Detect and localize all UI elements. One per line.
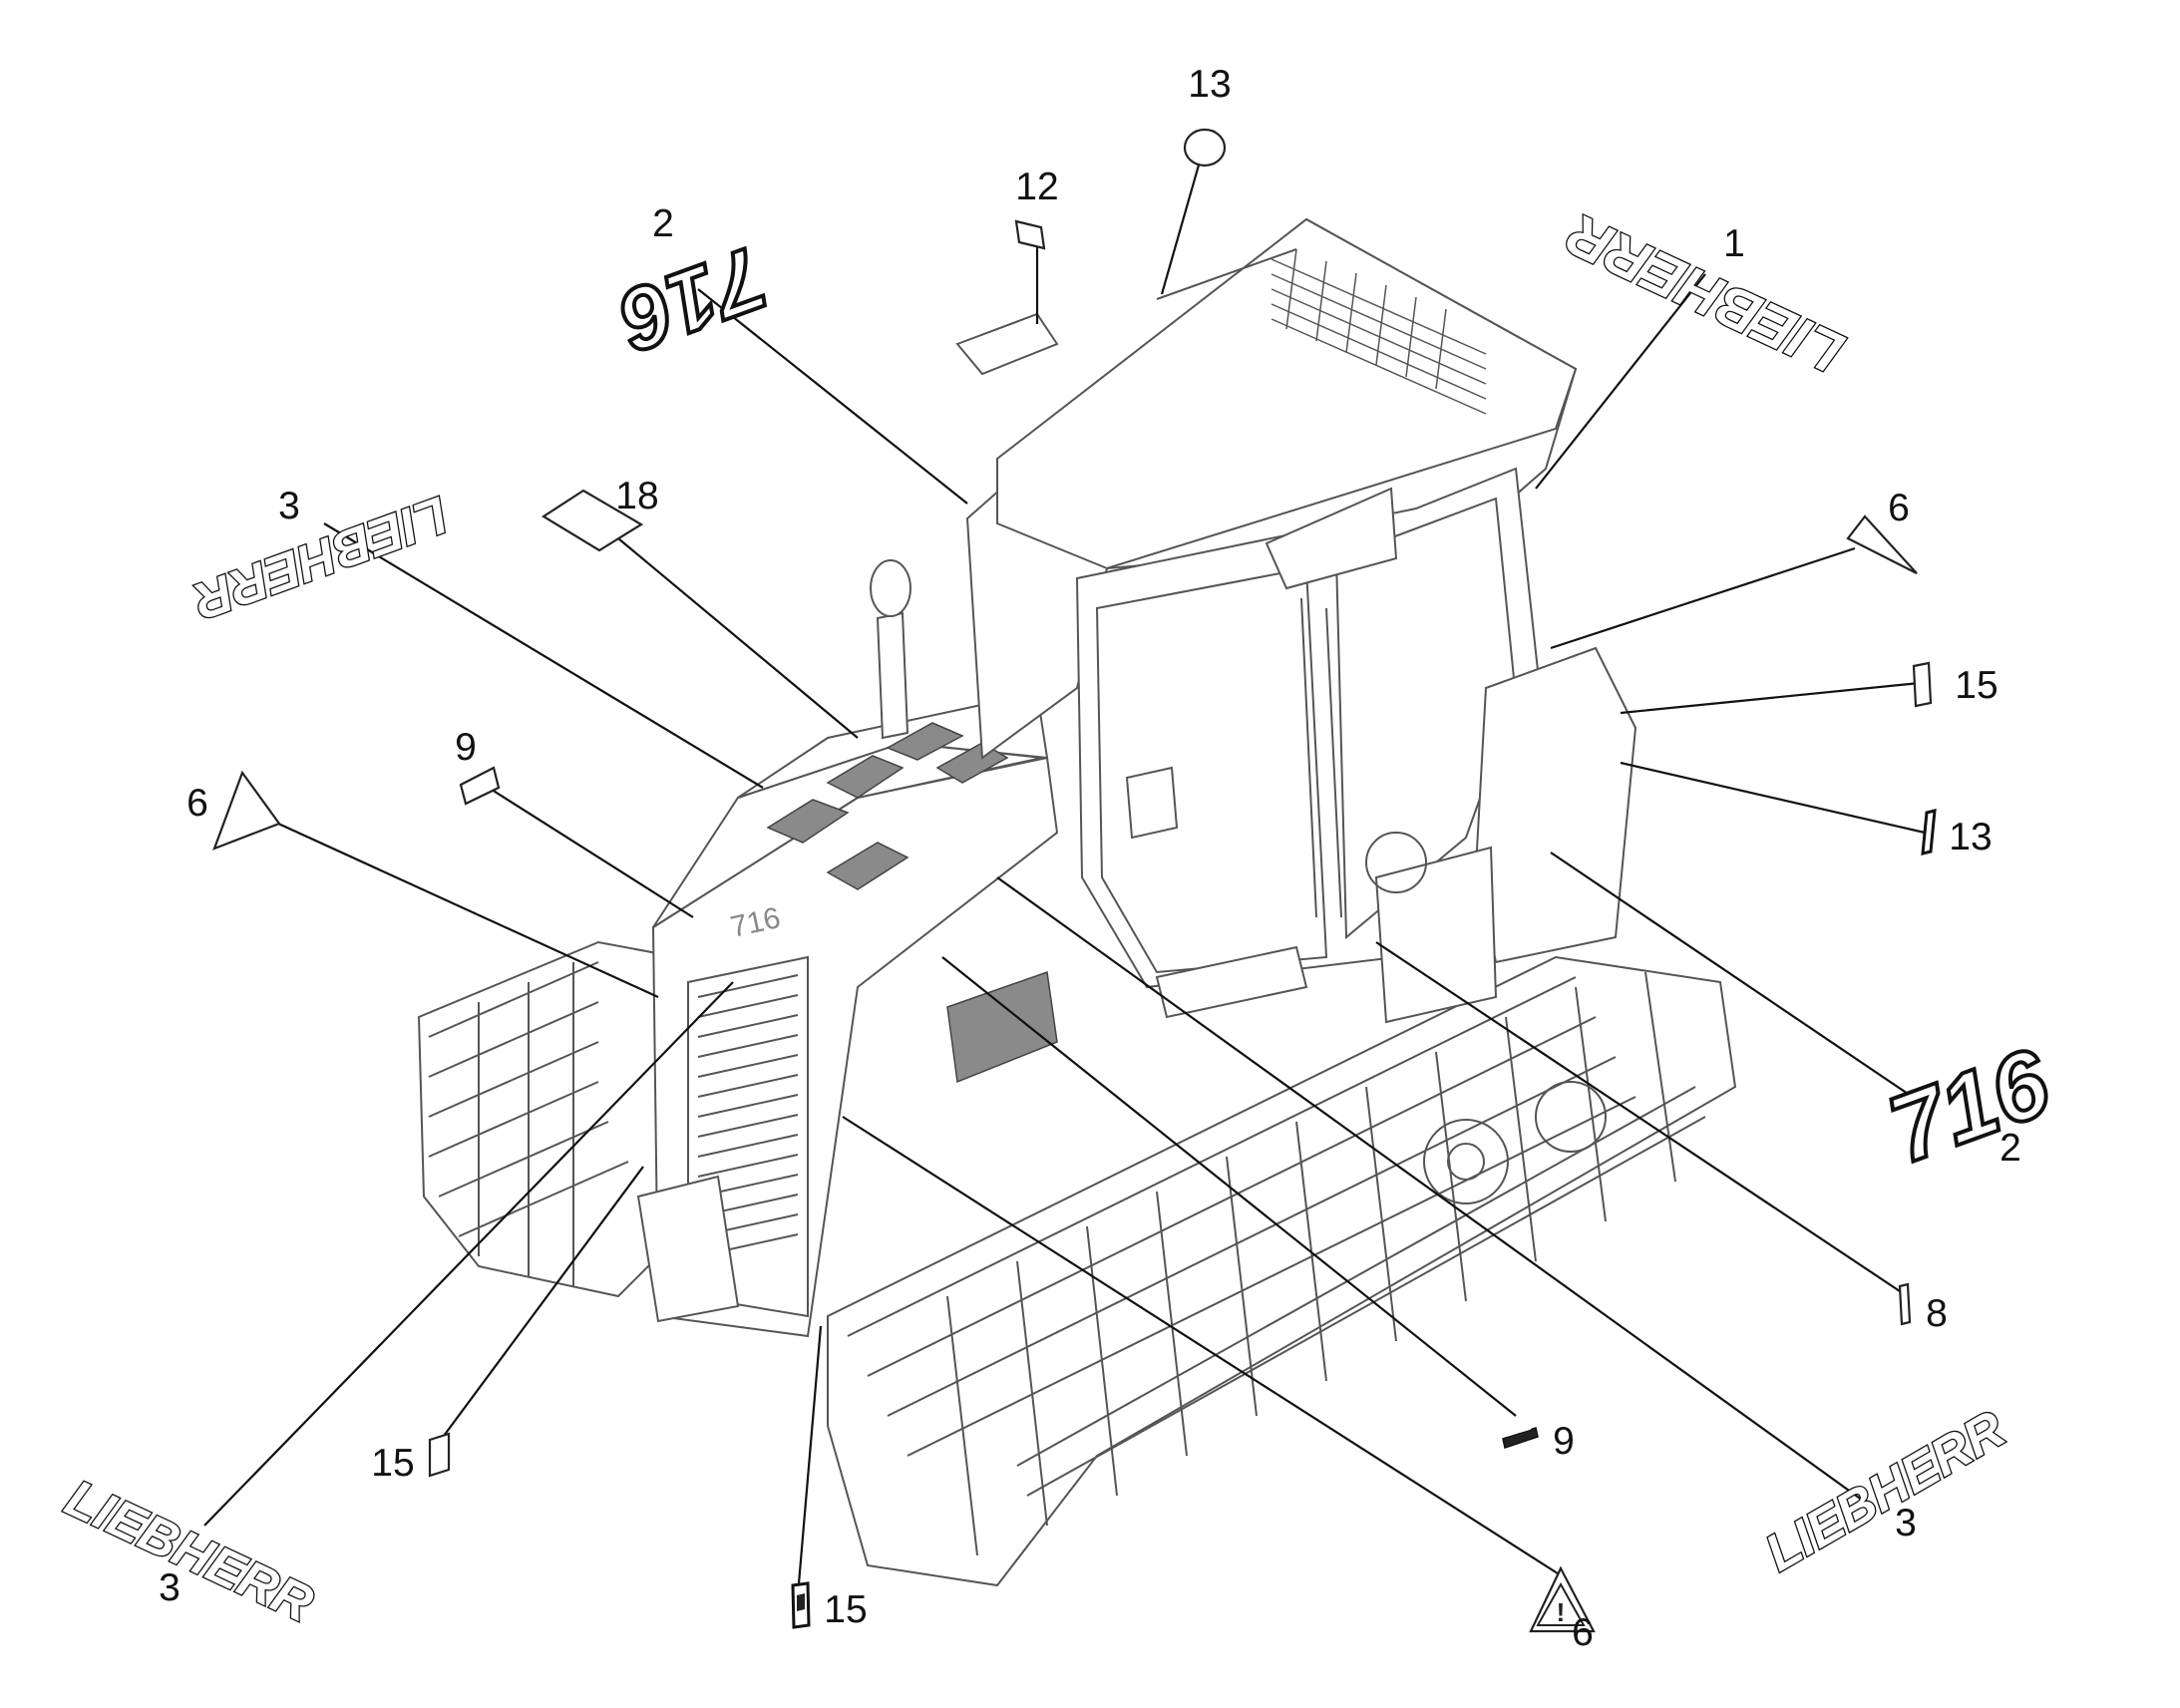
label-15-right <box>1912 661 1933 708</box>
leader-9-bottom <box>941 956 1517 1417</box>
svg-text:716: 716 <box>606 228 779 372</box>
svg-text:LIEBHERR: LIEBHERR <box>185 485 455 630</box>
label-12 <box>1014 219 1046 250</box>
callout-6-right: 6 <box>1888 487 1910 529</box>
triangle-reflector-left <box>212 770 281 851</box>
leader-1 <box>1535 273 1706 490</box>
decal-716-top-left: 716 <box>604 226 781 374</box>
callout-12: 12 <box>1015 166 1058 208</box>
decal-liebherr-bottom-left: LIEBHERR <box>56 1468 323 1635</box>
leader-2-right <box>1550 852 1921 1103</box>
leader-9-left <box>488 787 694 918</box>
leader-3-left <box>323 522 764 789</box>
leader-15-right <box>1620 681 1921 715</box>
callout-3-left: 3 <box>278 485 300 527</box>
leader-lines <box>203 154 1926 1596</box>
decal-strip-8 <box>1898 1282 1912 1326</box>
callout-3-bottom-right: 3 <box>1895 1502 1917 1544</box>
svg-text:716: 716 <box>1876 1029 2063 1185</box>
callout-18: 18 <box>615 475 658 517</box>
decal-716-right: 716 <box>1874 1027 2065 1187</box>
leader-3-bottom-left <box>203 981 734 1527</box>
svg-text:LIEBHERR: LIEBHERR <box>1756 1400 2015 1582</box>
label-15-left <box>428 1432 451 1478</box>
leader-18 <box>617 537 859 739</box>
right-track <box>827 955 1737 1587</box>
callout-6-bottom: 6 <box>1572 1611 1594 1654</box>
decal-strip-13 <box>1921 809 1937 855</box>
callout-2-top: 2 <box>652 202 674 245</box>
callout-15-left: 15 <box>371 1442 414 1485</box>
callout-9-left: 9 <box>455 726 477 769</box>
label-9-bottom <box>1502 1427 1539 1449</box>
callout-numbers: 1 2 2 3 3 3 6 6 6 8 9 9 12 13 13 15 15 1… <box>159 63 2021 1654</box>
callout-15-right: 15 <box>1955 664 1998 707</box>
callout-8: 8 <box>1926 1292 1948 1335</box>
decal-liebherr-top-right: LIEBHERR <box>1557 200 1855 387</box>
callout-13-top: 13 <box>1188 63 1231 106</box>
callout-13-right: 13 <box>1949 816 1992 858</box>
operator-cab <box>955 217 1637 1024</box>
decal-liebherr-left: LIEBHERR <box>184 484 457 631</box>
label-15-bottom <box>791 1581 811 1629</box>
svg-text:LIEBHERR: LIEBHERR <box>57 1469 322 1633</box>
roof-vent-grid <box>1271 248 1487 415</box>
callout-2-right: 2 <box>1999 1127 2021 1170</box>
callout-15-bottom: 15 <box>824 1588 867 1631</box>
callout-9-bottom: 9 <box>1553 1420 1575 1463</box>
leader-13-top <box>1160 154 1204 295</box>
engine-hood: 716 <box>636 559 1059 1338</box>
callout-1: 1 <box>1723 222 1745 265</box>
leader-2-top <box>697 288 968 505</box>
leader-6-right <box>1550 546 1856 650</box>
leader-15-bottom <box>796 1325 823 1596</box>
label-18 <box>541 489 644 552</box>
callout-6-left: 6 <box>186 782 208 825</box>
label-9-left <box>459 766 501 806</box>
leader-6-left <box>253 811 659 999</box>
leader-6-bottom <box>842 1116 1562 1576</box>
callout-3-bottom-left: 3 <box>159 1566 181 1609</box>
leader-15-left <box>443 1166 644 1437</box>
svg-text:LIEBHERR: LIEBHERR <box>1558 201 1853 385</box>
left-track <box>417 940 680 1298</box>
leader-3-bottom-right <box>996 876 1871 1507</box>
decal-liebherr-bottom-right: LIEBHERR <box>1755 1399 2016 1584</box>
warning-triangle-decal: ! <box>1529 1565 1596 1633</box>
crawler-dozer-illustration: 716 <box>417 217 1737 1587</box>
round-sticker-13 <box>1183 128 1227 168</box>
leader-8 <box>1375 941 1901 1292</box>
triangle-reflector-right <box>1846 514 1918 574</box>
leader-13-right <box>1620 761 1926 835</box>
svg-text:!: ! <box>1557 1597 1566 1627</box>
